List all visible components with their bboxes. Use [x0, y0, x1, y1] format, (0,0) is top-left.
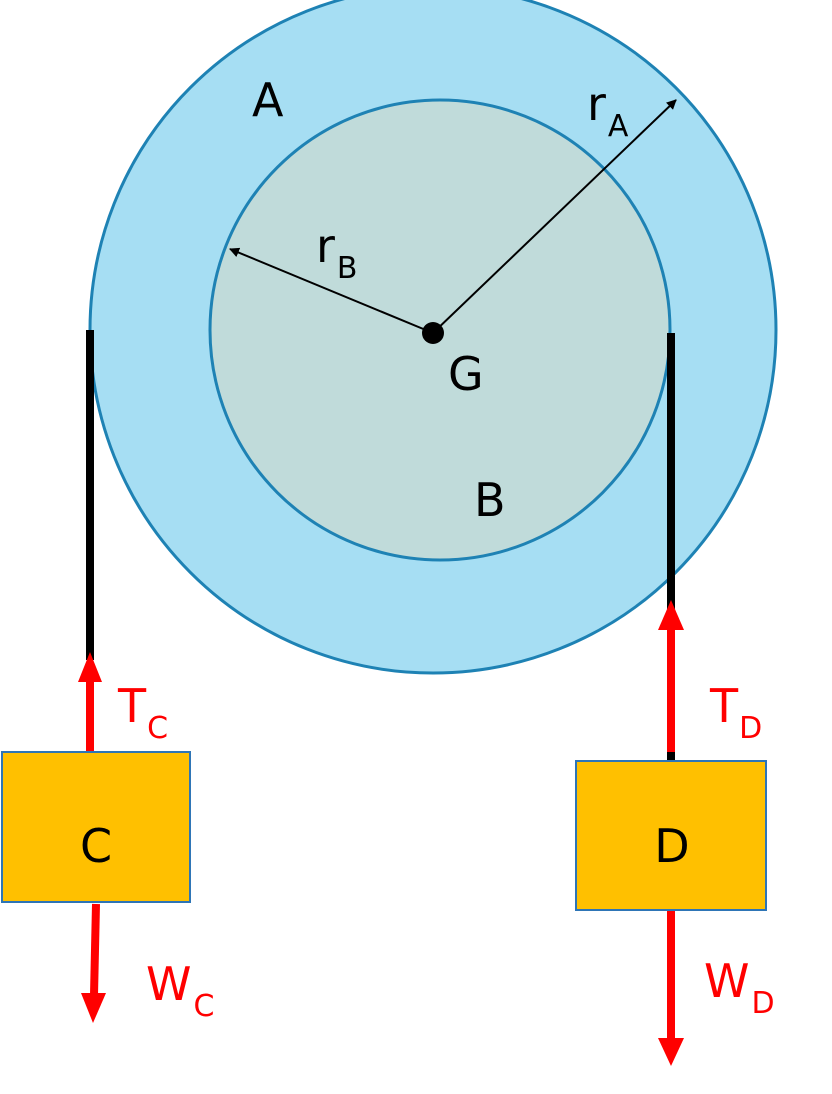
weight-d-main: W: [704, 954, 749, 1008]
weight-c-arrow-shaft: [90, 903, 100, 996]
weight-c-arrow-head: [81, 993, 106, 1023]
label-block-d: D: [654, 819, 689, 873]
radius-a-arrow: [432, 99, 677, 334]
label-inner-disk: B: [474, 473, 506, 527]
label-weight-d: WD: [704, 954, 775, 1021]
tension-c-arrow-head: [78, 652, 102, 682]
label-tension-c: TC: [117, 679, 168, 746]
radius-b-sub: B: [337, 251, 358, 286]
radius-b-main: r: [316, 219, 335, 273]
radius-a-main: r: [587, 77, 606, 131]
label-outer-disk: A: [252, 73, 284, 127]
label-radius-b: rB: [316, 219, 358, 286]
label-block-c: C: [80, 819, 112, 873]
center-point-g: [422, 322, 444, 344]
block-d: [575, 760, 767, 911]
weight-d-sub: D: [751, 986, 774, 1021]
tension-d-arrow-head: [658, 600, 684, 630]
weight-d-arrow-head: [658, 1038, 684, 1066]
label-center: G: [448, 347, 484, 401]
radius-a-sub: A: [608, 109, 629, 144]
block-c: [1, 751, 191, 903]
label-radius-a: rA: [587, 77, 629, 144]
label-tension-d: TD: [709, 679, 762, 746]
weight-c-sub: C: [193, 989, 214, 1024]
radius-b-arrow: [229, 247, 434, 334]
tension-c-sub: C: [147, 711, 168, 746]
tension-c-main: T: [117, 679, 147, 733]
weight-c-main: W: [146, 957, 191, 1011]
tension-d-main: T: [709, 679, 739, 733]
tension-d-sub: D: [739, 711, 762, 746]
label-weight-c: WC: [146, 957, 214, 1024]
